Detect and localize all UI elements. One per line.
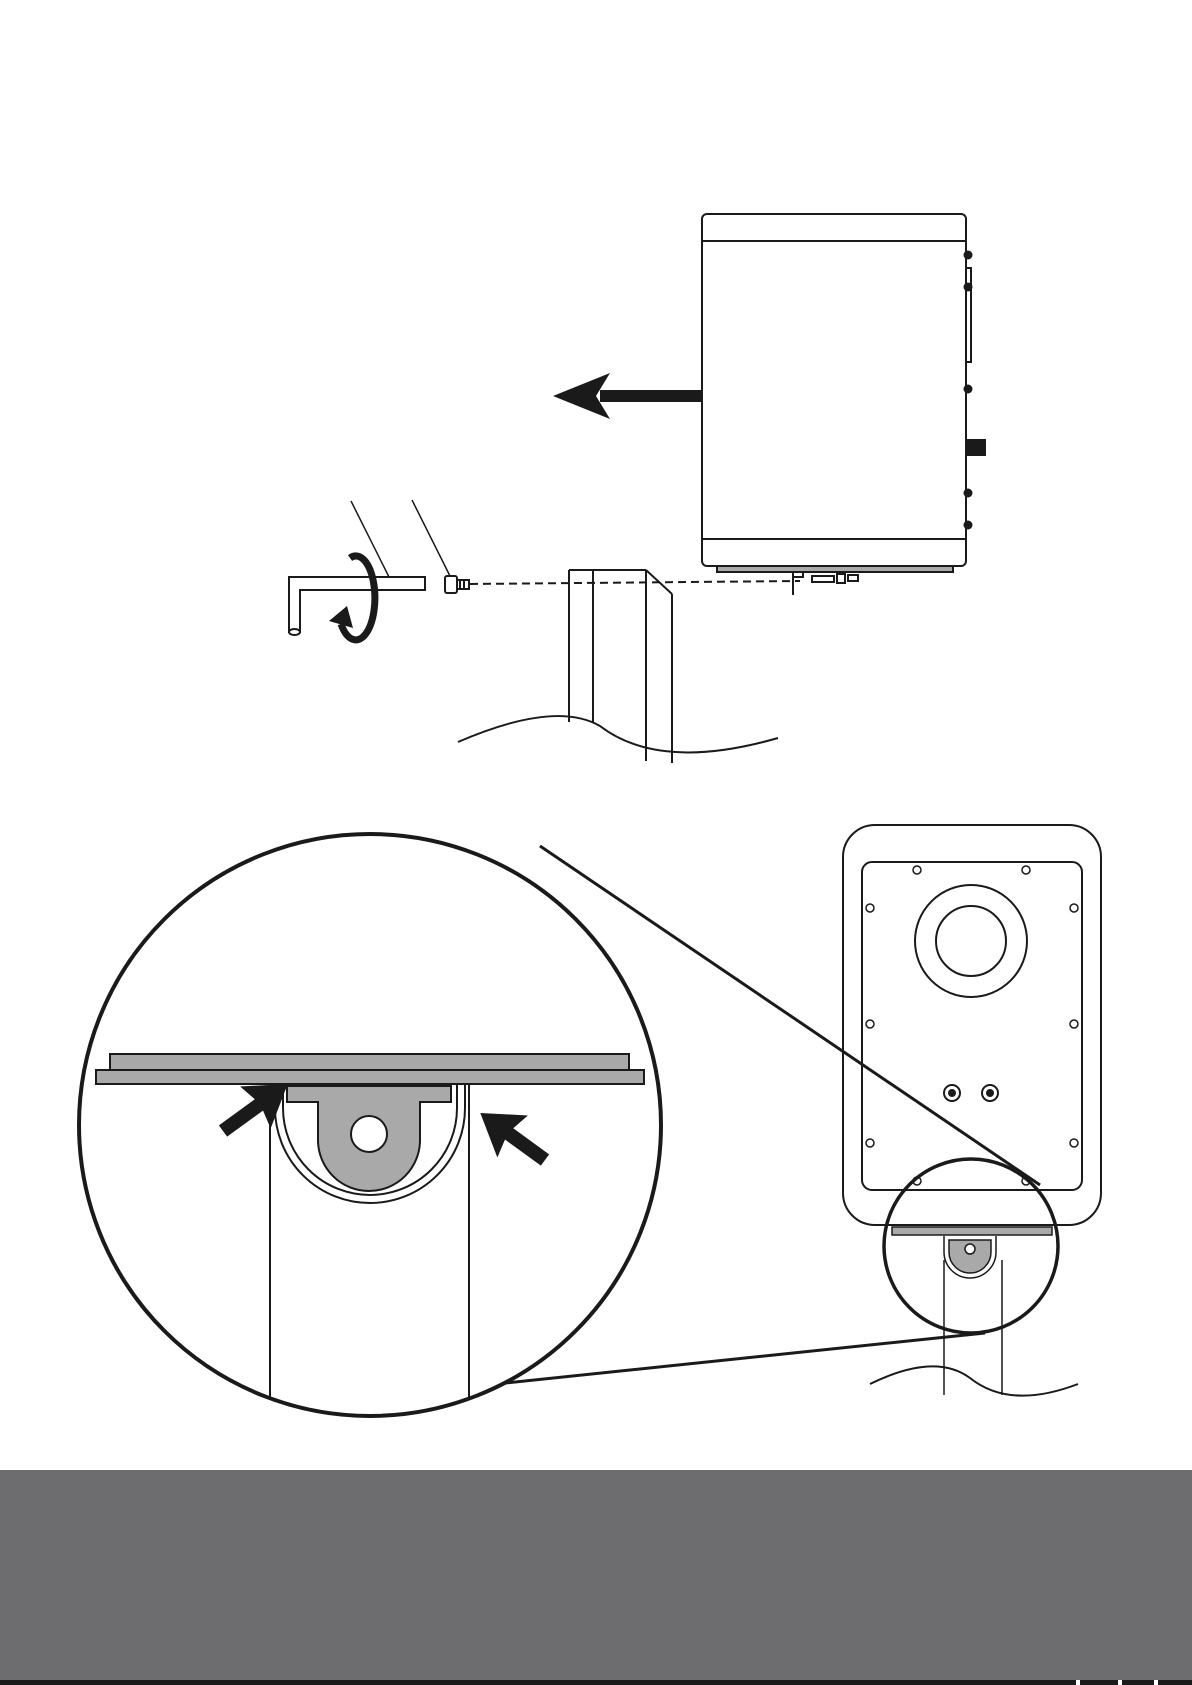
stand-column-top [458,570,778,763]
speaker-front-view [843,825,1101,1225]
footer-band [0,1470,1192,1685]
footer-stripe [0,1680,1192,1685]
mount-plate-top [110,1054,629,1070]
mount-plate-side [717,566,953,572]
speaker-side-view [702,214,985,595]
speaker-cabinet-side [702,214,966,566]
assembly-diagram [0,0,1192,1470]
slide-left-arrow-icon [553,373,703,419]
mount-plate-bottom [96,1070,644,1084]
rotate-arrow-icon [329,556,375,640]
alignment-guide-line [470,581,800,584]
hex-key-icon [289,501,425,635]
